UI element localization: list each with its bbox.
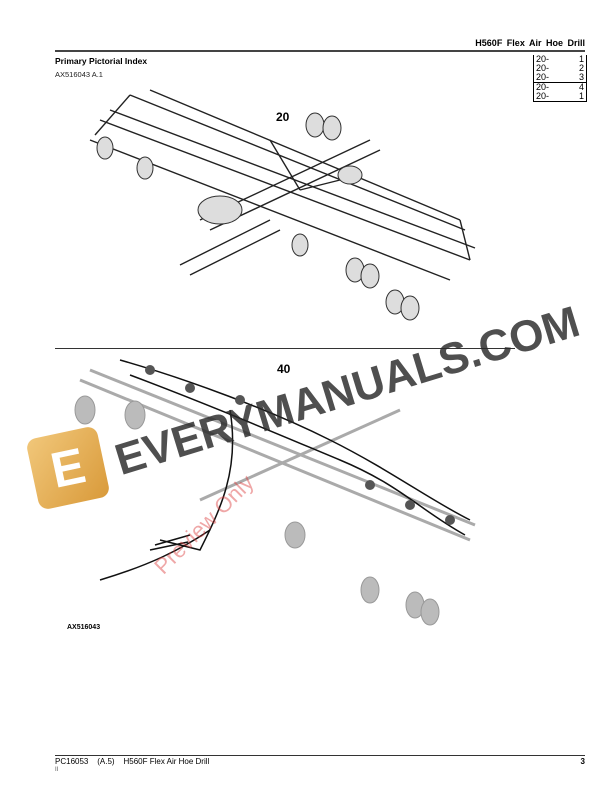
footer-sub: II <box>55 767 59 773</box>
document-title: H560F Flex Air Hoe Drill <box>475 38 585 48</box>
section-divider <box>55 348 515 349</box>
figure-id: AX516043 A.1 <box>55 70 103 79</box>
section-title: Primary Pictorial Index <box>55 56 148 66</box>
page-number: 3 <box>580 757 585 766</box>
index-prefix[interactable]: 20- <box>533 55 568 64</box>
callout-40: 40 <box>277 362 291 376</box>
watermark-logo: E <box>25 425 111 511</box>
index-prefix[interactable]: 20- <box>533 82 568 92</box>
drill-frame-illustration <box>89 89 476 321</box>
footer-text: PC16053 (A.5) H560F Flex Air Hoe Drill <box>55 757 210 766</box>
index-prefix[interactable]: 20- <box>533 64 568 73</box>
index-number[interactable]: 4 <box>568 82 587 92</box>
art-id: AX516043 <box>67 624 101 631</box>
seed-hose-illustration <box>74 359 476 626</box>
index-number[interactable]: 2 <box>568 64 587 73</box>
index-number[interactable]: 1 <box>568 92 587 102</box>
index-table: 20-1 20-2 20-3 20-4 20-1 <box>533 55 587 102</box>
index-prefix[interactable]: 20- <box>533 92 568 102</box>
footer-rule <box>55 755 585 756</box>
index-number[interactable]: 1 <box>568 55 587 64</box>
header-rule <box>55 50 585 52</box>
callout-20: 20 <box>276 110 290 124</box>
